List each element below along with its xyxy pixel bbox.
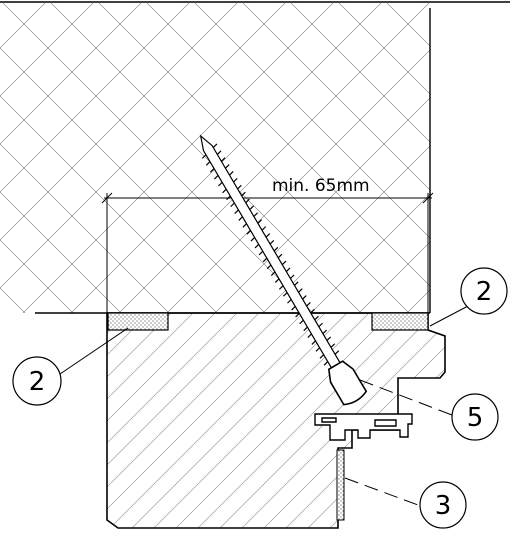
callout-3: 3: [344, 477, 467, 529]
dimension-line: [101, 192, 434, 313]
seal-strip: [336, 449, 345, 521]
gasket-right: [371, 312, 429, 331]
callout-number: 5: [467, 403, 484, 433]
callout-2-right: 2: [429, 267, 508, 327]
callout-number: 3: [435, 491, 452, 521]
callout-5: 5: [359, 379, 499, 441]
callout-2-left: 2: [12, 327, 129, 406]
gasket-left: [107, 312, 169, 331]
callout-number: 2: [29, 367, 46, 397]
screw: [199, 134, 368, 406]
glazing-clip: [314, 413, 413, 441]
callout-number: 2: [476, 277, 493, 307]
dimension-label: min. 65mm: [272, 176, 370, 196]
